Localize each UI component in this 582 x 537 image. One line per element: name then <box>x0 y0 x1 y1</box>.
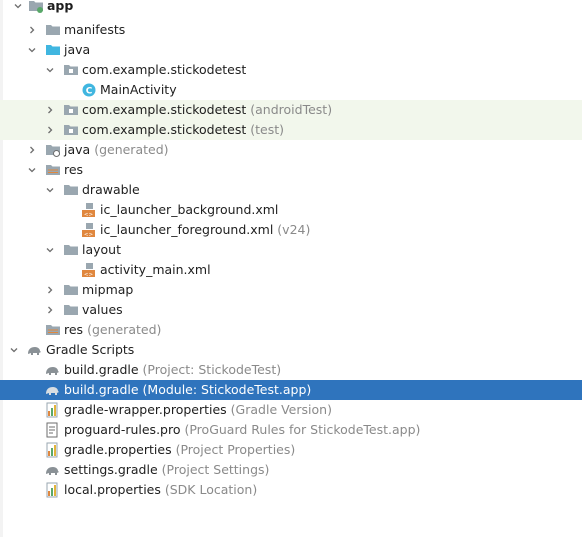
svg-text:<>: <> <box>84 232 94 238</box>
chevron-down-icon[interactable] <box>44 240 56 260</box>
tree-label: ic_launcher_background.xml <box>100 202 279 217</box>
resource-folder-icon <box>45 162 61 178</box>
tree-row-ic-launcher-background[interactable]: <> ic_launcher_background.xml <box>0 200 582 220</box>
tree-label: com.example.stickodetest <box>82 62 247 77</box>
tree-label: com.example.stickodetest (androidTest) <box>82 102 333 117</box>
chevron-right-icon[interactable] <box>26 140 38 160</box>
tree-row-java[interactable]: java <box>0 40 582 60</box>
tree-row-package-main[interactable]: com.example.stickodetest <box>0 60 582 80</box>
package-icon <box>63 122 79 138</box>
chevron-right-icon[interactable] <box>44 100 56 120</box>
xml-file-icon: <> <box>81 222 97 238</box>
chevron-right-icon[interactable] <box>44 120 56 140</box>
tree-label: build.gradle (Module: StickodeTest.app) <box>64 382 312 397</box>
left-gutter <box>0 0 3 537</box>
xml-file-icon: <> <box>81 262 97 278</box>
tree-row-app[interactable]: app <box>0 0 582 16</box>
text-file-icon <box>44 422 60 438</box>
class-icon: C <box>81 82 97 98</box>
tree-label: MainActivity <box>100 82 177 97</box>
gradle-elephant-icon <box>44 462 60 478</box>
svg-text:<>: <> <box>84 272 94 278</box>
tree-row-settings-gradle[interactable]: settings.gradle (Project Settings) <box>0 460 582 480</box>
tree-row-package-android-test[interactable]: com.example.stickodetest (androidTest) <box>0 100 582 120</box>
gradle-elephant-icon <box>26 342 42 358</box>
tree-label: res (generated) <box>64 322 162 337</box>
tree-label: java (generated) <box>64 142 169 157</box>
tree-label: build.gradle (Project: StickodeTest) <box>64 362 282 377</box>
tree-row-build-gradle-module[interactable]: build.gradle (Module: StickodeTest.app) <box>0 380 582 400</box>
tree-row-gradle-wrapper[interactable]: gradle-wrapper.properties (Gradle Versio… <box>0 400 582 420</box>
folder-icon <box>45 22 61 38</box>
chevron-down-icon[interactable] <box>12 0 24 16</box>
tree-label: manifests <box>64 22 126 37</box>
tree-row-main-activity[interactable]: C MainActivity <box>0 80 582 100</box>
package-icon <box>63 62 79 78</box>
tree-label: com.example.stickodetest (test) <box>82 122 285 137</box>
chevron-right-icon[interactable] <box>26 20 38 40</box>
tree-row-res[interactable]: res <box>0 160 582 180</box>
tree-label: ic_launcher_foreground.xml (v24) <box>100 222 311 237</box>
folder-icon <box>63 282 79 298</box>
tree-label: mipmap <box>82 282 134 297</box>
tree-label: res <box>64 162 84 177</box>
chevron-down-icon[interactable] <box>8 340 20 360</box>
tree-row-package-test[interactable]: com.example.stickodetest (test) <box>0 120 582 140</box>
gradle-elephant-icon <box>44 382 60 398</box>
package-icon <box>63 102 79 118</box>
svg-text:<>: <> <box>84 212 94 218</box>
resource-folder-icon <box>45 322 61 338</box>
tree-label: gradle.properties (Project Properties) <box>64 442 296 457</box>
tree-row-gradle-properties[interactable]: gradle.properties (Project Properties) <box>0 440 582 460</box>
svg-text:C: C <box>86 87 93 97</box>
tree-row-layout[interactable]: layout <box>0 240 582 260</box>
tree-row-drawable[interactable]: drawable <box>0 180 582 200</box>
properties-file-icon <box>44 482 60 498</box>
tree-row-gradle-scripts[interactable]: Gradle Scripts <box>0 340 582 360</box>
tree-row-local-properties[interactable]: local.properties (SDK Location) <box>0 480 582 500</box>
folder-icon <box>63 182 79 198</box>
tree-label: layout <box>82 242 122 257</box>
tree-row-activity-main[interactable]: <> activity_main.xml <box>0 260 582 280</box>
properties-file-icon <box>44 402 60 418</box>
tree-label: proguard-rules.pro (ProGuard Rules for S… <box>64 422 421 437</box>
generated-folder-icon <box>45 142 61 158</box>
tree-row-values[interactable]: values <box>0 300 582 320</box>
gradle-elephant-icon <box>44 362 60 378</box>
folder-icon <box>63 242 79 258</box>
tree-label: java <box>64 42 91 57</box>
properties-file-icon <box>44 442 60 458</box>
module-folder-icon <box>28 0 44 14</box>
chevron-right-icon[interactable] <box>44 280 56 300</box>
tree-label: local.properties (SDK Location) <box>64 482 258 497</box>
project-tree[interactable]: app manifests java com.example.stickodet… <box>0 0 582 500</box>
tree-label: activity_main.xml <box>100 262 211 277</box>
tree-row-proguard[interactable]: proguard-rules.pro (ProGuard Rules for S… <box>0 420 582 440</box>
chevron-down-icon[interactable] <box>26 40 38 60</box>
chevron-down-icon[interactable] <box>26 160 38 180</box>
tree-row-java-generated[interactable]: java (generated) <box>0 140 582 160</box>
chevron-down-icon[interactable] <box>44 60 56 80</box>
chevron-down-icon[interactable] <box>44 180 56 200</box>
tree-label: Gradle Scripts <box>46 342 135 357</box>
tree-label: drawable <box>82 182 140 197</box>
tree-row-ic-launcher-foreground[interactable]: <> ic_launcher_foreground.xml (v24) <box>0 220 582 240</box>
tree-label: settings.gradle (Project Settings) <box>64 462 270 477</box>
tree-label: gradle-wrapper.properties (Gradle Versio… <box>64 402 332 417</box>
tree-row-mipmap[interactable]: mipmap <box>0 280 582 300</box>
source-folder-icon <box>45 42 61 58</box>
xml-file-icon: <> <box>81 202 97 218</box>
tree-row-res-generated[interactable]: res (generated) <box>0 320 582 340</box>
tree-row-build-gradle-project[interactable]: build.gradle (Project: StickodeTest) <box>0 360 582 380</box>
tree-row-manifests[interactable]: manifests <box>0 20 582 40</box>
tree-label: app <box>47 0 74 13</box>
tree-label: values <box>82 302 123 317</box>
folder-icon <box>63 302 79 318</box>
chevron-right-icon[interactable] <box>44 300 56 320</box>
